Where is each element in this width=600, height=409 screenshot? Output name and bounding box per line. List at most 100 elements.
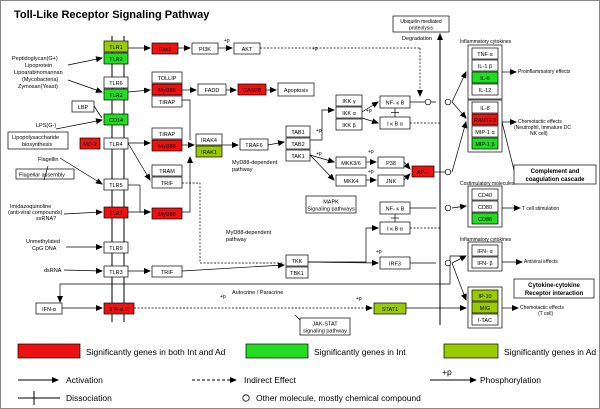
trif2-label: TRIF <box>161 270 174 276</box>
line-myd88a-irak <box>182 99 191 140</box>
mip1a-box <box>471 125 499 138</box>
ligand-cpg: CpG DNA <box>32 246 57 252</box>
mip1b-label: MIP-1 β <box>475 142 494 148</box>
akt-label: AKT <box>242 47 253 53</box>
tlr9-box <box>103 241 129 254</box>
nfkb2-label: NF- κ B <box>386 207 405 213</box>
mig-label: MIG <box>480 306 490 312</box>
jnk-box <box>377 174 405 187</box>
traf6-label: TRAF6 <box>245 143 262 149</box>
tnfa-label: TNF α <box>477 52 493 58</box>
ligand-ssrna: ssRNA? <box>36 216 56 222</box>
ifna2-label: IFN- α <box>477 249 493 255</box>
fadd-label: FADD <box>205 88 220 94</box>
ligand-lipoarabinomannan: Lipoarabinomannan <box>14 70 63 76</box>
trif2-box <box>151 265 183 278</box>
phos-mark-1: +p <box>224 38 230 44</box>
ligand-unmethylated: Unmethylated <box>26 239 60 245</box>
apoptosis-label: Apoptosis <box>284 88 308 94</box>
tab2-box <box>285 137 311 150</box>
chemotactic-label-2: Chemotactic effects <box>520 305 564 311</box>
mapk-box <box>305 195 357 214</box>
mig-box <box>471 301 499 314</box>
tlr5-box <box>103 178 129 191</box>
apoptosis-box <box>277 82 315 97</box>
trif1-label: TRIF <box>161 181 174 187</box>
mkk4-box <box>335 174 367 187</box>
pi3k-box <box>191 42 219 55</box>
nfkb1-label: NF- κ B <box>386 101 405 107</box>
line-to-complement <box>501 121 515 171</box>
il6-box <box>471 71 499 84</box>
mkk36-label: MKK3/6 <box>341 161 361 167</box>
arrow-dsrna-tlr3 <box>63 267 103 274</box>
ikb1-label: I κ B α <box>387 122 404 128</box>
arrow-lps-cd14 <box>55 118 103 130</box>
ikkb-box <box>335 118 363 131</box>
compound-circle-3 <box>444 204 452 212</box>
phos-mark-10: +p <box>356 296 362 302</box>
line-jakstat <box>294 314 301 321</box>
myd88c-box <box>151 207 183 220</box>
tbk1-box <box>285 266 309 279</box>
casp8-label: CASP8 <box>243 88 261 94</box>
phos-mark-9: +p <box>220 294 226 300</box>
chemokine-group-2 <box>467 286 503 329</box>
antiviral-label: Antiviral effects <box>524 259 558 265</box>
tirap2-box <box>151 127 183 140</box>
chemokine-group-1 <box>467 99 503 153</box>
legend-activation-label: Activation <box>66 375 103 385</box>
ikkg-label: IKK γ <box>342 99 355 105</box>
cytokine-receptor-label2: Receptor interaction <box>525 291 584 297</box>
arrow-ikk-nfkb <box>361 101 379 113</box>
casp8-box <box>237 83 267 96</box>
arrow-out-ifn <box>451 255 467 264</box>
line-lbp-cd14 <box>93 105 103 119</box>
lps-biosynthesis-label1: Lipopolysaccharide <box>12 135 59 141</box>
cytokine-receptor-box <box>513 278 595 299</box>
mapk-label2: Signaling pathways <box>307 207 355 213</box>
arrow-tab-ikk <box>310 107 335 141</box>
tab2-label: TAB2 <box>291 142 304 148</box>
tcell-stimulation-label: T cell stimulation <box>522 206 559 212</box>
line-flag-assembly <box>43 165 49 181</box>
phos-mark-4: +p <box>316 151 322 157</box>
arrow-out-chemo1 <box>451 101 467 119</box>
phos-mark-5: +p <box>366 108 372 114</box>
il12-label: IL-12 <box>479 88 492 94</box>
tollip-box <box>151 71 183 84</box>
tlr3-label: TLR3 <box>109 270 122 276</box>
ifna2-box <box>471 244 499 257</box>
compound-circle-5 <box>424 98 432 106</box>
legend-phos-label: Phosphorylation <box>480 375 541 385</box>
tlr3-box <box>103 265 129 278</box>
ifna-box <box>35 302 63 315</box>
tlr1-box <box>103 40 129 53</box>
lbp-label: LBP <box>78 105 89 111</box>
inflammatory-header-1: Inflammatory cytokines <box>460 39 512 45</box>
tlr7-label: TLR7 <box>109 211 122 217</box>
legend-other-label: Other molecule, mostly chemical compound <box>256 393 421 403</box>
cytokine-group-2 <box>467 241 503 272</box>
arrow-pg-tlr2 <box>67 56 103 66</box>
tkk-box <box>285 254 309 267</box>
legend-dissociation-label: Dissociation <box>66 393 112 403</box>
tirap2-label: TIRAP <box>159 132 176 138</box>
proinflammatory-label: Proinflammatory effects <box>518 69 571 75</box>
chemotactic-label-1: Chemotactic effects <box>518 119 562 125</box>
arrow-tkk-irf3 <box>307 259 379 266</box>
arrow-tab-mkk4 <box>309 154 335 181</box>
page-title: Toll-Like Receptor Signaling Pathway <box>14 9 210 21</box>
arrow-tab-mkk36 <box>309 154 335 164</box>
jakstat-label2: signaling pathway <box>303 329 347 335</box>
arrow-jnk-ap1 <box>403 173 411 181</box>
cd86-box <box>471 212 499 225</box>
lps-biosynthesis-label2: biosynthesis <box>22 142 53 148</box>
cd40-box <box>471 188 499 201</box>
arrow-ikb-degradation <box>410 33 443 124</box>
rantes-label: RANTES <box>474 118 497 124</box>
myd88a-box <box>151 83 183 96</box>
arrow-tlr2b-myd88 <box>127 87 151 94</box>
ifnar-label: IFN-α R <box>109 307 128 313</box>
irak1-label: IRAK1 <box>201 150 217 156</box>
